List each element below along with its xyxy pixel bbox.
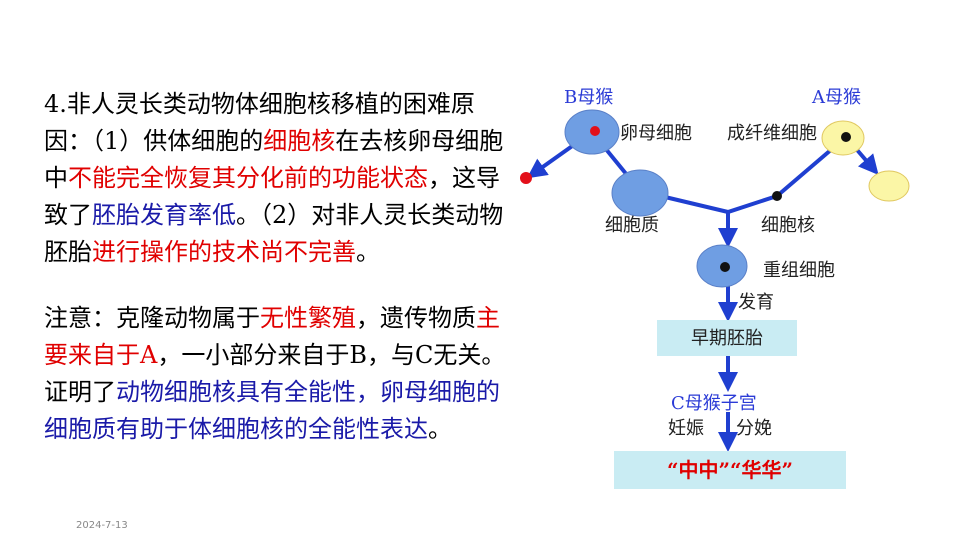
highlight-technique: 进行操作的技术尚不完善 [92, 238, 356, 266]
oocyte-label: 卵母细胞 [620, 123, 692, 144]
donor-nucleus [772, 191, 782, 201]
highlight-asexual: 无性繁殖 [260, 304, 356, 332]
early-embryo-box [657, 320, 797, 356]
b-monkey-label: B母猴 [564, 87, 613, 108]
enucleated-fibroblast [868, 170, 910, 202]
slide-date: 2024-7-13 [76, 520, 128, 531]
develop-label: 发育 [738, 292, 774, 313]
a-monkey-label: A母猴 [811, 87, 861, 108]
recombinant-nucleus [720, 262, 730, 272]
highlight-cannot-restore: 不能完全恢复其分化前的功能状态 [68, 164, 428, 192]
cytoplasm-label: 细胞质 [605, 215, 659, 236]
highlight-low-rate: 胚胎发育率低 [92, 201, 236, 229]
removed-nucleus [520, 172, 532, 184]
cytoplasm-cell [611, 169, 669, 217]
nucleus-label: 细胞核 [761, 215, 815, 236]
highlight-totipotency: 动物细胞核具有全能性，卵母细胞的细胞质有助于体细胞核的全能性表达 [44, 378, 500, 443]
difficulty-paragraph: 4.非人灵长类动物体细胞核移植的困难原因：（1）供体细胞的细胞核在去核卵母细胞中… [44, 90, 504, 266]
c-uterus-label: C母猴子宫 [671, 393, 757, 414]
line-merge [664, 194, 778, 215]
pregnancy-label: 妊娠 [668, 418, 704, 439]
fibroblast-nucleus [841, 132, 851, 142]
fibroblast-label: 成纤维细胞 [727, 123, 817, 144]
result-label: “中中”“华华” [667, 458, 793, 482]
result-box [614, 451, 846, 489]
oocyte-nucleus [590, 126, 600, 136]
delivery-label: 分娩 [736, 418, 772, 439]
highlight-from-a: 主要来自于A [44, 304, 500, 369]
highlight-nucleus: 细胞核 [263, 127, 336, 155]
recombinant-label: 重组细胞 [763, 260, 835, 281]
note-paragraph: 注意：克隆动物属于无性繁殖，遗传物质主要来自于A，一小部分来自于B，与C无关。证… [44, 304, 506, 443]
early-embryo-label: 早期胚胎 [691, 328, 763, 349]
